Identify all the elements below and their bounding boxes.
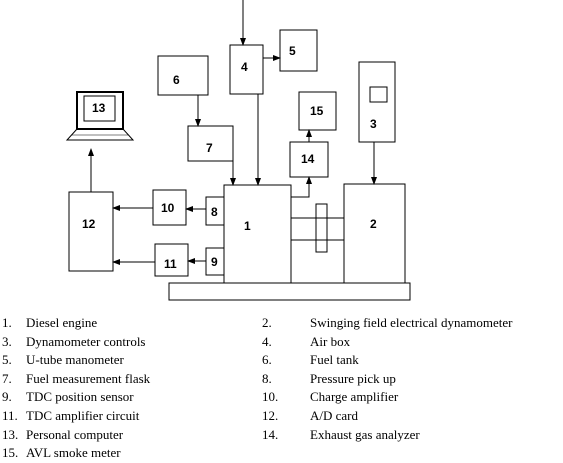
label-block-6: 6 — [173, 73, 180, 87]
legend-text: Pressure pick up — [310, 370, 396, 386]
legend-number: 1. — [2, 315, 12, 330]
legend-item: 14. Exhaust gas analyzer — [262, 426, 420, 445]
legend-text: Air box — [310, 333, 351, 349]
legend-text: TDC position sensor — [26, 389, 134, 405]
legend-item: 11. TDC amplifier circuit — [2, 407, 139, 426]
legend-text: TDC amplifier circuit — [26, 407, 140, 423]
block-dynamometer — [343, 183, 406, 284]
legend-number: 6. — [262, 352, 272, 368]
legend-text: Dynamometer controls — [26, 333, 146, 349]
legend-text: Fuel measurement flask — [26, 370, 151, 386]
legend-number: 7. — [2, 370, 12, 386]
legend-row: 7. Fuel measurement flask 8. Pressure pick… — [0, 370, 563, 389]
block-air-box — [229, 44, 264, 95]
legend-number: 4. — [262, 333, 272, 349]
legend-number: 8. — [262, 370, 272, 386]
block-personal-computer — [65, 91, 135, 141]
legend-number: 5. — [2, 352, 12, 368]
legend-item: 7. Fuel measurement flask — [2, 370, 150, 389]
legend-row: 9. TDC position sensor 10. Charge amplifie… — [0, 388, 563, 407]
block-pressure-pickup — [205, 196, 225, 226]
legend-number: 15. — [2, 445, 19, 461]
label-block-3: 3 — [370, 117, 377, 131]
legend-item: 10. Charge amplifier — [262, 388, 398, 407]
block-ad-card — [68, 191, 114, 272]
legend-number: 3. — [2, 333, 12, 349]
legend-item: 5. U-tube manometer — [2, 351, 124, 370]
test-bed-base — [168, 282, 411, 301]
legend-text: AVL smoke meter — [26, 445, 121, 461]
legend-row: 15. AVL smoke meter — [0, 444, 563, 463]
block-diesel-engine — [223, 184, 292, 284]
label-block-12: 12 — [82, 217, 96, 231]
legend-text: Diesel engine — [26, 315, 98, 330]
label-block-10: 10 — [161, 201, 175, 215]
legend-item: 12. A/D card — [262, 407, 358, 426]
label-block-4: 4 — [241, 60, 248, 74]
legend-row: 5. U-tube manometer 6. Fuel tank — [0, 351, 563, 370]
legend-row: 13. Personal computer 14. Exhaust gas anal… — [0, 426, 563, 445]
label-block-11: 11 — [164, 257, 177, 271]
legend-text: A/D card — [310, 407, 359, 423]
legend-item: 13. Personal computer — [2, 426, 123, 445]
block-smoke-meter — [298, 91, 337, 131]
legend-number: 13. — [2, 426, 19, 442]
legend-item: 9. TDC position sensor — [2, 388, 134, 407]
label-block-7: 7 — [206, 141, 213, 155]
label-block-14: 14 — [301, 152, 315, 166]
legend-text: Exhaust gas analyzer — [310, 426, 420, 442]
legend-item: 3. Dynamometer controls — [2, 333, 146, 352]
component-legend: 1. Diesel engine 2. Swinging field electri… — [0, 314, 563, 463]
block-fuel-flask — [187, 125, 234, 162]
legend-item: 6. Fuel tank — [262, 351, 359, 370]
controls-display-window — [369, 86, 388, 103]
legend-text: Swinging field electrical dynamometer — [310, 315, 513, 330]
legend-item: 4. Air box — [262, 333, 350, 352]
label-block-13: 13 — [92, 101, 106, 115]
label-block-5: 5 — [289, 44, 296, 58]
legend-number: 11. — [2, 407, 18, 423]
legend-number: 14. — [262, 426, 279, 442]
legend-item: 15. AVL smoke meter — [2, 444, 121, 463]
block-u-tube-manometer — [279, 29, 318, 72]
legend-item: 8. Pressure pick up — [262, 370, 396, 389]
legend-text: Personal computer — [26, 426, 124, 442]
label-block-8: 8 — [211, 205, 218, 219]
legend-row: 11. TDC amplifier circuit 12. A/D card — [0, 407, 563, 426]
legend-number: 10. — [262, 389, 279, 405]
connection-lines — [88, 0, 377, 265]
label-block-15: 15 — [310, 104, 324, 118]
legend-item: 1. Diesel engine — [2, 314, 97, 333]
legend-text: Fuel tank — [310, 352, 359, 368]
legend-row: 3. Dynamometer controls 4. Air box — [0, 333, 563, 352]
legend-number: 9. — [2, 389, 12, 405]
shaft-coupling — [291, 203, 344, 253]
block-dynamometer-controls — [358, 61, 396, 143]
legend-row: 1. Diesel engine 2. Swinging field electri… — [0, 314, 563, 333]
label-block-1: 1 — [244, 219, 251, 233]
legend-item: 2. Swinging field electrical dynamometer — [262, 314, 513, 333]
block-fuel-tank — [157, 55, 209, 96]
legend-text: Charge amplifier — [310, 389, 399, 405]
legend-text: U-tube manometer — [26, 352, 124, 368]
legend-number: 2. — [262, 315, 272, 330]
legend-number: 12. — [262, 407, 279, 423]
label-block-2: 2 — [370, 217, 377, 231]
label-block-9: 9 — [211, 255, 218, 269]
